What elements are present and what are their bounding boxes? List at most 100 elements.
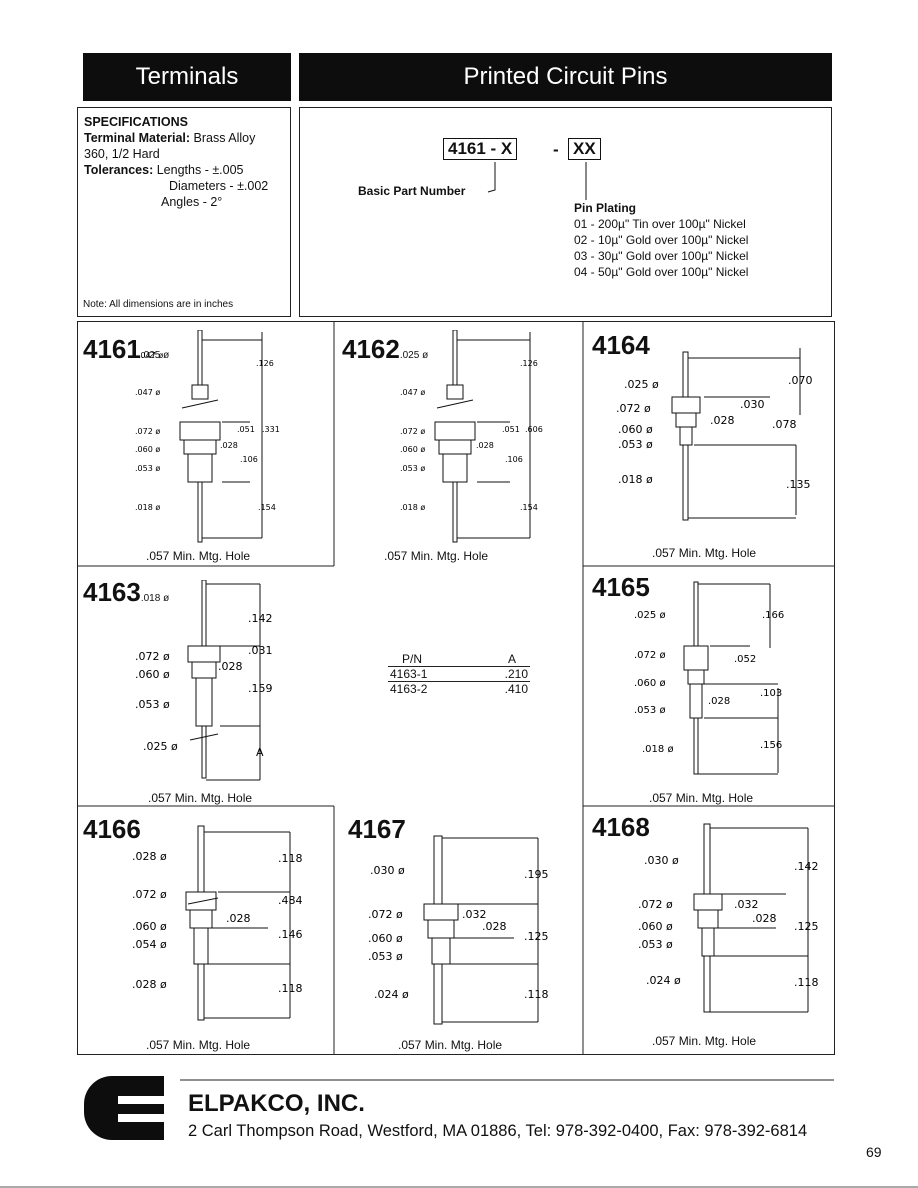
dim: .051 [502, 425, 520, 434]
dim: .072 ø [638, 898, 673, 911]
dim: .060 ø [368, 932, 403, 945]
dim: .126 [520, 359, 538, 368]
dim: .195 [524, 868, 549, 881]
dim: .024 ø [646, 974, 681, 987]
company-address: 2 Carl Thompson Road, Westford, MA 01886… [188, 1122, 808, 1140]
dim: .053 ø [638, 938, 673, 951]
part-number-box: 4161 - X - XX Basic Part Number Pin Plat… [299, 107, 832, 317]
part-number-base: 4161 - X [443, 138, 518, 160]
dim: .028 [710, 414, 735, 427]
model-4163-title: 4163.018 ø [83, 577, 170, 607]
dim: A [256, 746, 264, 759]
tolerance-angles: Angles - 2° [161, 195, 223, 209]
table-row: 4163-2.410 [390, 682, 528, 696]
dim: .053 ø [400, 464, 425, 473]
dim: .118 [794, 976, 819, 989]
part-number-leaders [487, 162, 587, 200]
dim: .106 [240, 455, 258, 464]
dim: .018 ø [400, 503, 425, 512]
dim: .125 [794, 920, 819, 933]
company-name: ELPAKCO, INC. [188, 1090, 365, 1117]
dim: .159 [248, 682, 273, 695]
dim: .142 [794, 860, 819, 873]
dim: .047 ø [400, 388, 425, 397]
pin-4162-drawing: .047 ø .072 ø .060 ø .053 ø .018 ø .126 … [400, 330, 543, 543]
dim: .028 [752, 912, 777, 925]
dim: .030 [740, 398, 765, 411]
model-4164-title: 4164 [592, 330, 650, 360]
specifications-box: SPECIFICATIONS Terminal Material: Brass … [77, 107, 291, 317]
logo-letter: E [84, 1076, 85, 1077]
pin-4168-drawing: .030 ø .072 ø .060 ø .053 ø .024 ø .142 … [638, 823, 819, 1013]
dim: .103 [760, 688, 782, 699]
dim: .053 ø [634, 705, 666, 716]
model-4162-title: 4162.025 ø [342, 334, 429, 364]
model-4163-hole: .057 Min. Mtg. Hole [148, 791, 253, 805]
dim: .156 [760, 740, 782, 751]
dim: .606 [525, 425, 543, 434]
dim: .060 ø [132, 920, 167, 933]
dim: .072 ø [616, 402, 651, 415]
dim: .060 ø [638, 920, 673, 933]
basic-part-number-label: Basic Part Number [358, 184, 466, 198]
plating-option: 01 - 200µ" Tin over 100µ" Nickel [574, 217, 746, 231]
logo-slot [118, 1114, 164, 1122]
plating-option: 03 - 30µ" Gold over 100µ" Nickel [574, 249, 749, 263]
model-4167-hole: .057 Min. Mtg. Hole [398, 1038, 503, 1052]
model-4166-hole: .057 Min. Mtg. Hole [146, 1038, 251, 1052]
part-number-plating-code: XX [568, 138, 601, 160]
dim: .166 [762, 610, 784, 621]
specs-heading: SPECIFICATIONS [84, 115, 188, 129]
tolerance-lengths: Tolerances: Lengths - ±.005 [84, 163, 244, 177]
terminals-header: Terminals [83, 53, 291, 101]
dim: .142 [248, 612, 273, 625]
dim: .028 [476, 441, 494, 450]
dim: .118 [524, 988, 549, 1001]
dim: .054 ø [132, 938, 167, 951]
dim: .072 ø [132, 888, 167, 901]
dim: .331 [262, 425, 280, 434]
printed-circuit-pins-header: Printed Circuit Pins [299, 53, 832, 101]
dim: .106 [505, 455, 523, 464]
pin-4161-drawing: .047 ø .047 ø .072 ø .060 ø .053 ø .018 … [135, 330, 280, 543]
dim: .025 ø [143, 740, 178, 753]
dim: .031 [248, 644, 273, 657]
dim: .028 ø [132, 978, 167, 991]
dim: .047 ø [135, 388, 160, 397]
dim: .024 ø [374, 988, 409, 1001]
dim: .053 ø [135, 464, 160, 473]
dim: .072 ø [368, 908, 403, 921]
dim: .060 ø [618, 423, 653, 436]
dim: .028 [218, 660, 243, 673]
dim: .051 [237, 425, 255, 434]
model-4165-hole: .057 Min. Mtg. Hole [649, 791, 754, 805]
dim: .018 ø [642, 744, 674, 755]
plating-option: 04 - 50µ" Gold over 100µ" Nickel [574, 265, 749, 279]
part-number-dash: - [553, 140, 559, 159]
pin-4167-drawing: .030 ø .072 ø .060 ø .053 ø .024 ø .195 … [368, 835, 549, 1025]
dim: .146 [278, 928, 303, 941]
tolerance-diameters: Diameters - ±.002 [169, 179, 269, 193]
model-4161-title: 4161.025 ø [83, 334, 170, 364]
dim: .028 [226, 912, 251, 925]
logo-slot [118, 1096, 164, 1104]
terminal-material: Terminal Material: Brass Alloy [84, 131, 256, 145]
dim: .030 ø [370, 864, 405, 877]
dimensions-note: Note: All dimensions are in inches [83, 299, 234, 310]
dim: .135 [786, 478, 811, 491]
table-row: 4163-1.210 [388, 667, 530, 682]
pin-4166-drawing: .028 ø .072 ø .060 ø .054 ø .028 ø .118 … [132, 825, 303, 1021]
dim: .125 [524, 930, 549, 943]
dim: .030 ø [644, 854, 679, 867]
dim: .060 ø [400, 445, 425, 454]
dim: .072 ø [634, 650, 666, 661]
elpakco-logo: E [84, 1076, 164, 1140]
dim: .018 ø [135, 503, 160, 512]
dim: .118 [278, 852, 303, 865]
model-4167-title: 4167 [348, 814, 406, 844]
pin-plating-heading: Pin Plating [574, 201, 637, 215]
dim: .060 ø [135, 668, 170, 681]
dim: .072 ø [135, 427, 160, 436]
